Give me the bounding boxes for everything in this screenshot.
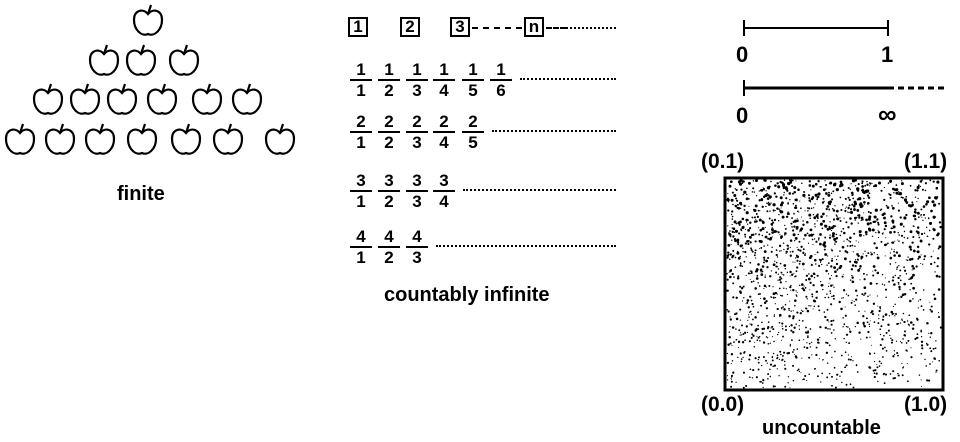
fraction-numerator: 4 [378, 228, 400, 248]
corner-top-right-label: (1.1) [904, 150, 948, 173]
apple-icon [132, 4, 164, 36]
fraction-numerator: 3 [406, 172, 428, 192]
apple-icon [4, 123, 36, 155]
countable-caption: countably infinite [384, 284, 550, 306]
fraction-numerator: 2 [378, 113, 400, 133]
uncountable-caption: uncountable [762, 417, 881, 439]
fraction-denominator: 1 [356, 192, 366, 211]
apple-icon [170, 123, 202, 155]
natural-dashes [472, 27, 522, 29]
fraction-denominator: 4 [439, 133, 449, 152]
fraction-numerator: 3 [350, 172, 372, 192]
fraction-numerator: 4 [350, 228, 372, 248]
interval-end-label: 1 [881, 42, 894, 67]
fraction-denominator: 6 [496, 81, 506, 100]
apple-icon [44, 123, 76, 155]
apple-icon [212, 123, 244, 155]
fraction-numerator: 1 [490, 61, 512, 81]
interval-start-label: 0 [736, 42, 749, 67]
fraction-denominator: 5 [468, 81, 478, 100]
fraction-numerator: 2 [462, 113, 484, 133]
fraction-denominator: 3 [412, 192, 422, 211]
continuation-dots [436, 245, 616, 247]
fraction-numerator: 1 [462, 61, 484, 81]
fraction-numerator: 1 [406, 61, 428, 81]
natural-number-box-n: n [524, 17, 544, 37]
apple-icon [88, 44, 120, 76]
corner-top-left-label: (0.1) [701, 150, 745, 173]
fraction-denominator: 2 [384, 248, 394, 267]
fraction-denominator: 4 [439, 192, 449, 211]
fraction-denominator: 2 [384, 133, 394, 152]
apple-icon [126, 123, 158, 155]
apple-icon [106, 83, 138, 115]
corner-bottom-right-label: (1.0) [904, 393, 948, 416]
continuation-dots [463, 189, 616, 191]
fraction-denominator: 1 [356, 81, 366, 100]
continuation-dots [492, 130, 616, 132]
fraction-numerator: 3 [378, 172, 400, 192]
fraction-numerator: 1 [433, 61, 455, 81]
continuation-dots [520, 78, 616, 80]
stipple-dots [726, 178, 942, 389]
apple-icon [168, 44, 200, 76]
fraction-numerator: 2 [350, 113, 372, 133]
fraction-denominator: 3 [412, 248, 422, 267]
fraction-numerator: 2 [406, 113, 428, 133]
fraction-numerator: 3 [433, 172, 455, 192]
apple-icon [231, 83, 263, 115]
fraction-denominator: 3 [412, 133, 422, 152]
natural-dashes-after-n [546, 27, 566, 29]
fraction-numerator: 1 [378, 61, 400, 81]
apple-icon [125, 44, 157, 76]
fraction-numerator: 2 [433, 113, 455, 133]
apple-icon [84, 123, 116, 155]
natural-number-box-2: 2 [400, 17, 420, 37]
fraction-denominator: 3 [412, 81, 422, 100]
natural-dots [566, 27, 616, 29]
apple-icon [191, 83, 223, 115]
infinity-label: ∞ [878, 99, 897, 129]
fraction-denominator: 2 [384, 81, 394, 100]
fraction-denominator: 1 [356, 133, 366, 152]
apple-icon [32, 83, 64, 115]
corner-bottom-left-label: (0.0) [701, 393, 745, 416]
natural-number-box-1: 1 [348, 17, 368, 37]
natural-number-box-3: 3 [450, 17, 470, 37]
apple-icon [146, 83, 178, 115]
fraction-denominator: 1 [356, 248, 366, 267]
fraction-denominator: 4 [439, 81, 449, 100]
fraction-denominator: 5 [468, 133, 478, 152]
apple-icon [69, 83, 101, 115]
ray-start-label: 0 [736, 103, 749, 128]
fraction-denominator: 2 [384, 192, 394, 211]
fraction-numerator: 1 [350, 61, 372, 81]
apple-icon [264, 123, 296, 155]
finite-caption: finite [117, 183, 165, 205]
fraction-numerator: 4 [406, 228, 428, 248]
